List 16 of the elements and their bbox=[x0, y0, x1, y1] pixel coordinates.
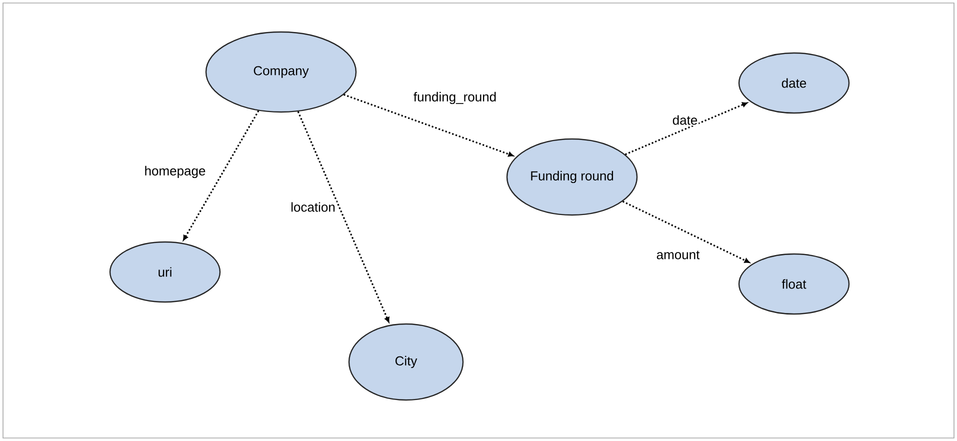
ellipse-node: uri bbox=[109, 241, 221, 303]
edge-label: date bbox=[671, 114, 699, 126]
ellipse-node: Funding round bbox=[506, 138, 638, 216]
arrow bbox=[622, 200, 750, 263]
ellipse-node: Company bbox=[205, 31, 357, 113]
ellipse-node: float bbox=[738, 253, 850, 315]
arrow bbox=[624, 102, 748, 156]
ellipse-node: date bbox=[738, 52, 850, 114]
edge-label: homepage bbox=[143, 164, 207, 180]
arrow bbox=[297, 111, 390, 322]
ellipse-node: City bbox=[348, 323, 464, 401]
arrow bbox=[343, 94, 514, 157]
edge-label: funding_round bbox=[412, 90, 498, 106]
edge-label: amount bbox=[655, 250, 701, 260]
arrow bbox=[183, 110, 260, 240]
edge-label: location bbox=[290, 201, 336, 213]
